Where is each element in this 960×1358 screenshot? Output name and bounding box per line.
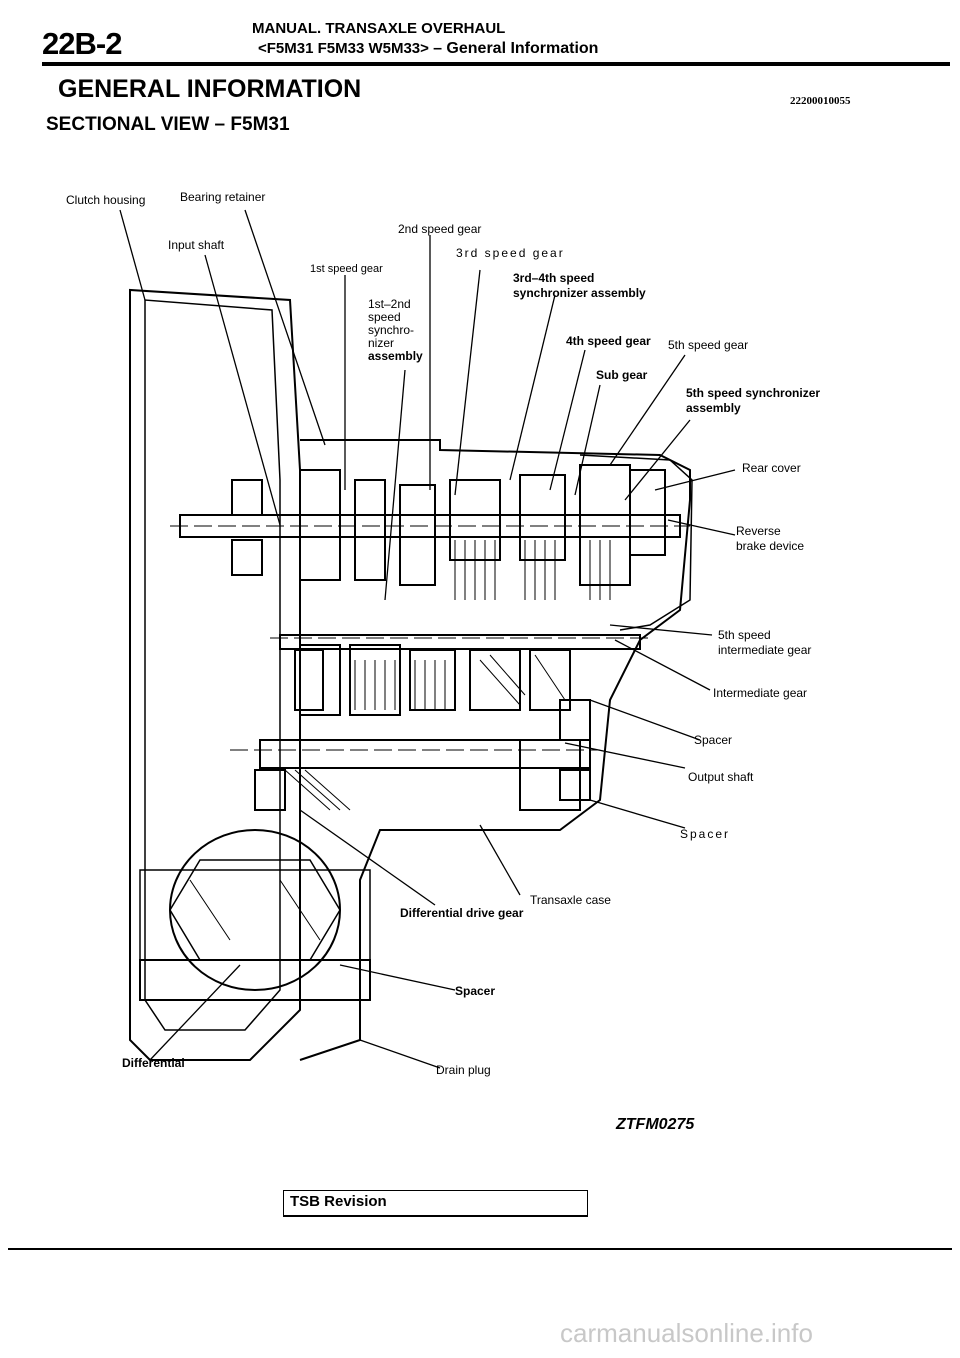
leader-diff-drive-gear — [299, 809, 436, 906]
leader-spacer-2 — [589, 799, 686, 829]
label-second-speed-gear: 2nd speed gear — [398, 222, 482, 236]
leader-input-shaft — [204, 254, 281, 526]
leader-sync34 — [509, 294, 556, 481]
rear-cover-outline — [579, 454, 693, 631]
label-sync34-line2: synchronizer assembly — [513, 286, 646, 300]
label-first-speed-gear: 1st speed gear — [310, 263, 383, 275]
label-fifth-intermediate-line2: intermediate gear — [718, 643, 812, 657]
label-input-shaft: Input shaft — [168, 238, 225, 252]
page-title: GENERAL INFORMATION — [58, 75, 362, 103]
leader-fourth-gear — [549, 349, 586, 491]
leader-transaxle-case — [479, 824, 521, 896]
leader-spacer-3 — [339, 964, 456, 991]
leader-drain-plug — [359, 1039, 441, 1069]
leader-bearing-retainer — [244, 209, 326, 446]
label-sync12-line3: synchro- — [368, 323, 415, 337]
figure-code: ZTFM0275 — [616, 1116, 695, 1133]
label-drain-plug: Drain plug — [436, 1063, 491, 1077]
leader-fifth-sync — [624, 419, 691, 501]
leader-fifth-intermediate — [609, 624, 713, 636]
intermediate-shaft-shape — [279, 634, 641, 650]
label-reverse-brake-line1: Reverse — [736, 524, 781, 538]
label-third-speed-gear: 3rd speed gear — [456, 246, 565, 260]
label-sync34-line1: 3rd–4th speed — [513, 271, 595, 285]
label-spacer-1: Spacer — [694, 733, 733, 747]
label-intermediate-gear: Intermediate gear — [713, 686, 808, 700]
label-differential: Differential — [122, 1056, 185, 1070]
label-diff-drive-gear: Differential drive gear — [400, 906, 524, 920]
footer-rule — [8, 1248, 952, 1250]
label-transaxle-case: Transaxle case — [530, 893, 611, 907]
section-subtitle: <F5M31 F5M33 W5M33> – General Informatio… — [258, 40, 598, 58]
label-spacer-3: Spacer — [455, 984, 496, 998]
label-clutch-housing: Clutch housing — [66, 193, 146, 207]
label-sub-gear: Sub gear — [596, 368, 648, 382]
leader-sub-gear — [574, 384, 601, 496]
label-reverse-brake-line2: brake device — [736, 539, 805, 553]
label-fourth-speed-gear: 4th speed gear — [566, 334, 651, 348]
differential-housing-shape — [169, 829, 341, 991]
label-spacer-2: Spacer — [680, 827, 731, 841]
leader-spacer-1 — [589, 699, 701, 741]
revision-box — [283, 1190, 588, 1217]
leader-reverse-brake — [667, 519, 736, 536]
leader-third-gear — [454, 269, 481, 496]
label-sync12-line2: speed — [368, 310, 401, 324]
label-sync12-line1: 1st–2nd — [368, 297, 411, 311]
label-output-shaft: Output shaft — [688, 770, 754, 784]
label-fifth-sync-line2: assembly — [686, 401, 741, 415]
clutch-housing-outline — [129, 288, 301, 1061]
leader-rear-cover — [654, 469, 736, 491]
section-title: MANUAL. TRANSAXLE OVERHAUL — [252, 20, 506, 37]
label-rear-cover: Rear cover — [742, 461, 801, 475]
leader-sync12 — [384, 369, 406, 601]
header-rule — [42, 62, 950, 66]
label-sync12-line4: nizer — [368, 336, 395, 350]
leader-fifth-gear — [609, 354, 686, 466]
subsection-name: – General Information — [433, 40, 599, 57]
label-fifth-speed-gear: 5th speed gear — [668, 338, 749, 352]
view-subtitle: SECTIONAL VIEW – F5M31 — [46, 114, 290, 135]
leader-output-shaft — [564, 742, 686, 769]
label-fifth-intermediate-line1: 5th speed — [718, 628, 771, 642]
label-sync12-line5: assembly — [368, 349, 423, 363]
output-shaft-shape — [259, 739, 591, 769]
label-fifth-sync-line1: 5th speed synchronizer — [686, 386, 821, 400]
leader-differential — [149, 964, 241, 1061]
label-bearing-retainer: Bearing retainer — [180, 190, 266, 204]
label-sync12: 1st–2nd speed synchro- nizer assembly — [368, 298, 423, 363]
revision-label: TSB Revision — [290, 1193, 387, 1210]
watermark-text: carmanualsonline.info — [560, 1318, 813, 1348]
page-number: 22B-2 — [42, 26, 122, 61]
document-id: 22200010055 — [790, 95, 851, 107]
leader-intermediate-gear — [614, 639, 711, 691]
model-codes: <F5M31 F5M33 W5M33> — [258, 40, 429, 57]
clutch-housing-inner — [144, 299, 281, 1031]
leader-clutch-housing — [119, 209, 146, 301]
